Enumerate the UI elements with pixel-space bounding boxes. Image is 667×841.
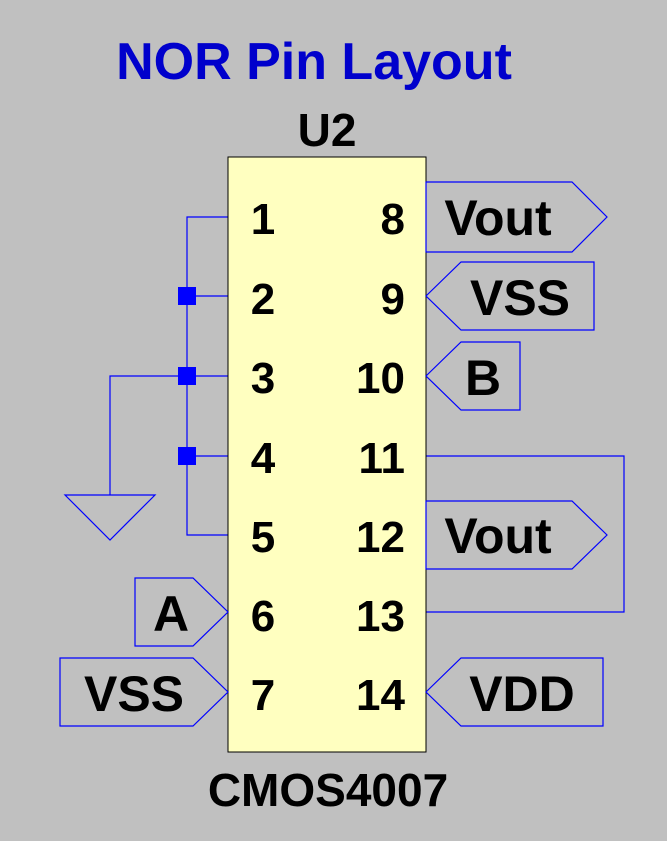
wire-ground [109, 375, 228, 495]
pin-number: 10 [356, 354, 405, 403]
pin-number: 9 [381, 275, 405, 324]
net-flag-pin6 [134, 577, 229, 647]
net-labels: Vout VSS B Vout VDD A VSS [84, 190, 575, 722]
pin-number: 8 [381, 195, 405, 244]
pin-number: 13 [356, 592, 405, 641]
junction-dot [178, 287, 196, 305]
pin-number: 4 [251, 434, 276, 483]
pin-number: 3 [251, 354, 275, 403]
net-label-pin14: VDD [469, 666, 575, 722]
part-name: CMOS4007 [208, 764, 448, 816]
pin-number: 7 [251, 671, 275, 720]
ground-icon [63, 494, 157, 541]
pin-number: 1 [251, 195, 275, 244]
part-reference: U2 [298, 104, 357, 156]
net-flag-pin14 [425, 657, 604, 727]
pin-number: 6 [251, 592, 275, 641]
net-label-pin7: VSS [84, 666, 184, 722]
pin-number: 12 [356, 513, 405, 562]
junction-dot [178, 367, 196, 385]
net-label-pin9: VSS [470, 270, 570, 326]
net-flag-pin7 [59, 657, 229, 727]
pin-number: 14 [356, 671, 405, 720]
net-flag-pin9 [425, 261, 595, 331]
pin-number: 11 [358, 434, 405, 483]
net-label-pin6: A [153, 586, 189, 642]
net-label-pin10: B [465, 350, 501, 406]
pins-left: 1 2 3 4 5 6 7 [251, 195, 276, 720]
net-flag-pin12 [425, 500, 608, 570]
wire-pin11-pin13 [426, 455, 625, 613]
net-flag-pin8 [425, 181, 608, 253]
junction-dot [178, 447, 196, 465]
net-label-pin8: Vout [444, 190, 552, 246]
chip-body [227, 156, 427, 753]
net-flag-pin10 [425, 341, 521, 411]
net-flags [59, 181, 608, 727]
diagram-title: NOR Pin Layout [116, 33, 512, 91]
pins-right: 8 9 10 11 12 13 14 [356, 195, 405, 720]
pin-number: 2 [251, 275, 275, 324]
pin-number: 5 [251, 513, 275, 562]
net-label-pin12: Vout [444, 508, 552, 564]
junctions [178, 287, 196, 465]
